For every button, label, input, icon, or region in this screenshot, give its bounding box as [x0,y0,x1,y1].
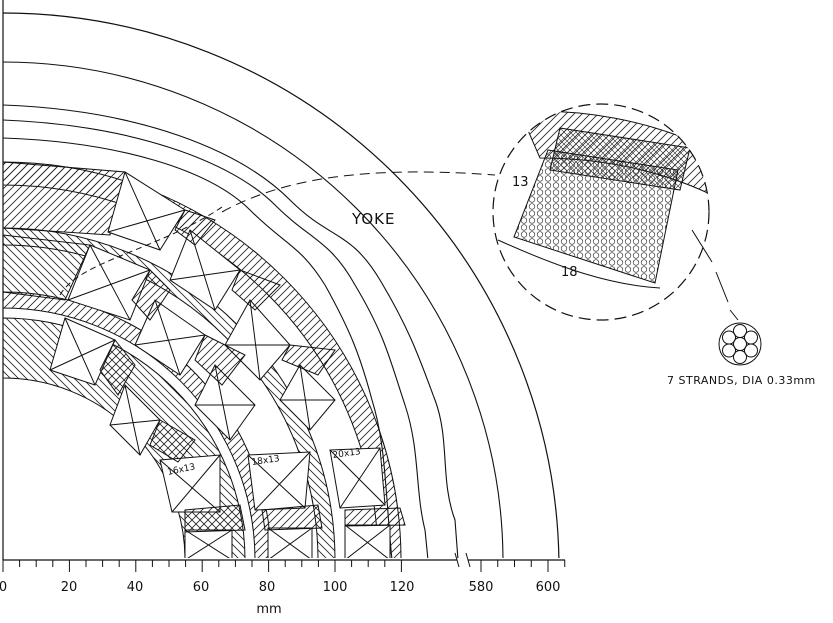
tick-label: 60 [193,580,210,595]
tick-label: 40 [127,580,144,595]
yoke-label: YOKE [351,210,395,228]
coil-block [169,229,241,311]
strand-bundle-icon [718,322,762,366]
tick-label: 600 [536,580,561,595]
x-axis [3,552,565,568]
coil-block [184,529,233,558]
x-axis-tick-labels: 0 20 40 60 80 100 120 580 600 [0,580,560,595]
pole-piece-middle [3,234,91,301]
yoke-outer-arc [3,12,560,558]
wedge [99,339,136,396]
wedge [149,419,196,463]
coil-blocks [49,171,391,558]
coil-block [247,451,311,511]
strand-leader [691,229,739,321]
yoke-wavy-arc-2 [3,119,429,558]
coil-block [329,447,386,509]
tick-label: 580 [469,580,494,595]
wedge [184,504,246,533]
coil-block [267,527,313,558]
inset-leader-dashed [221,171,496,213]
coil-block [107,171,186,251]
cable-detail-inset: 13 18 [492,103,710,321]
coil-block [344,524,391,558]
coil-label: 20x13 [332,447,361,461]
coil-block [194,364,256,441]
wedge [261,504,323,531]
coil-block [109,384,161,456]
wedge [231,269,281,311]
axis-unit-label: mm [256,602,281,617]
tick-label: 80 [259,580,276,595]
inset-strand-block [513,149,679,284]
coil-block [279,364,336,431]
tick-label: 100 [323,580,348,595]
wedges [99,209,406,533]
yoke-wavy-arc-1 [3,104,459,558]
tick-label: 20 [61,580,78,595]
x-axis-ticks [2,560,566,572]
wedge [194,334,246,386]
pole-piece-outer [3,161,126,236]
inset-inner-line [497,239,661,289]
dashed-guide [59,204,226,296]
tick-label: 120 [390,580,415,595]
coil-block [67,244,151,321]
wedge [281,344,336,376]
coil-block [134,299,206,376]
coil-block [49,317,116,386]
yoke-inner-arc-1 [3,61,504,558]
strand-note: 7 STRANDS, DIA 0.33mm [667,374,816,387]
tick-label: 0 [0,580,7,595]
inset-width-label: 18 [561,265,578,280]
wedge [344,507,406,527]
wedge [131,269,171,321]
quadrant-section [3,12,560,558]
inset-height-label: 13 [512,175,529,190]
wedge [174,209,216,246]
coil-label: 18x13 [251,454,280,468]
